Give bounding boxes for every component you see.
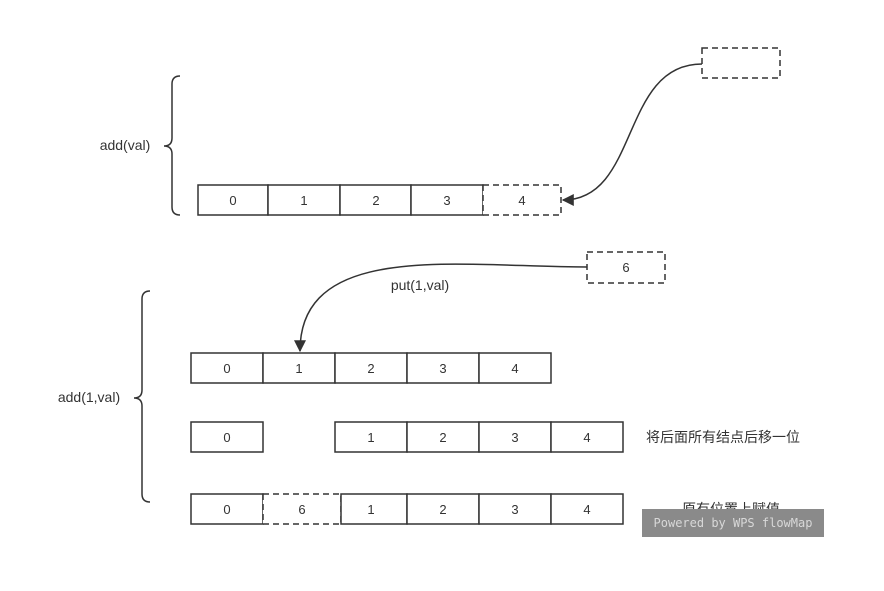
- array-cell: [197, 184, 269, 216]
- cell-value: 4: [511, 361, 518, 376]
- array-row-4: 0 6 1 2 3 4: [190, 493, 624, 525]
- cell-value: 4: [518, 193, 525, 208]
- insert-label: add(1,val): [58, 389, 120, 405]
- array-row-2: 0 1 2 3 4: [190, 352, 552, 384]
- put-arrow: [294, 263, 588, 353]
- new-node-empty: [701, 47, 781, 79]
- cell-value: 0: [229, 193, 236, 208]
- array-cell: [406, 493, 480, 525]
- array-row-3: 0 1 2 3 4: [190, 421, 624, 453]
- cell-value: 0: [223, 502, 230, 517]
- array-cell: [340, 493, 408, 525]
- cell-value: 3: [511, 502, 518, 517]
- cell-value: 3: [511, 430, 518, 445]
- array-cell: [478, 493, 552, 525]
- cell-value: 4: [583, 430, 590, 445]
- cell-value: 0: [223, 361, 230, 376]
- cell-value: 1: [367, 430, 374, 445]
- new-node-value-text: 6: [622, 260, 629, 275]
- cell-value: 1: [367, 502, 374, 517]
- cell-value: 0: [223, 430, 230, 445]
- array-row-1: 0 1 2 3 4: [197, 184, 562, 216]
- cell-value: 1: [300, 193, 307, 208]
- array-cell: [406, 421, 480, 453]
- cell-value: 2: [439, 430, 446, 445]
- array-cell: [267, 184, 341, 216]
- array-cell: [190, 421, 264, 453]
- cell-value: 6: [298, 502, 305, 517]
- cell-value: 1: [295, 361, 302, 376]
- array-cell: [190, 352, 264, 384]
- cell-value: 4: [583, 502, 590, 517]
- cell-value: 3: [443, 193, 450, 208]
- cell-value: 2: [439, 502, 446, 517]
- array-cell: [334, 421, 408, 453]
- insert-brace: [133, 290, 151, 503]
- shift-note: 将后面所有结点后移一位: [646, 430, 800, 446]
- cell-value: 3: [439, 361, 446, 376]
- array-cell: [550, 493, 624, 525]
- cell-value: 2: [372, 193, 379, 208]
- add-arrow: [561, 63, 703, 206]
- add-brace: [163, 75, 181, 216]
- cell-value: 2: [367, 361, 374, 376]
- watermark: Powered by WPS flowMap: [642, 509, 824, 537]
- put-label: put(1,val): [391, 277, 449, 293]
- new-array-cell: [482, 184, 562, 216]
- array-cell: [478, 352, 552, 384]
- array-cell: [550, 421, 624, 453]
- add-label: add(val): [100, 137, 151, 153]
- array-cell: [339, 184, 412, 216]
